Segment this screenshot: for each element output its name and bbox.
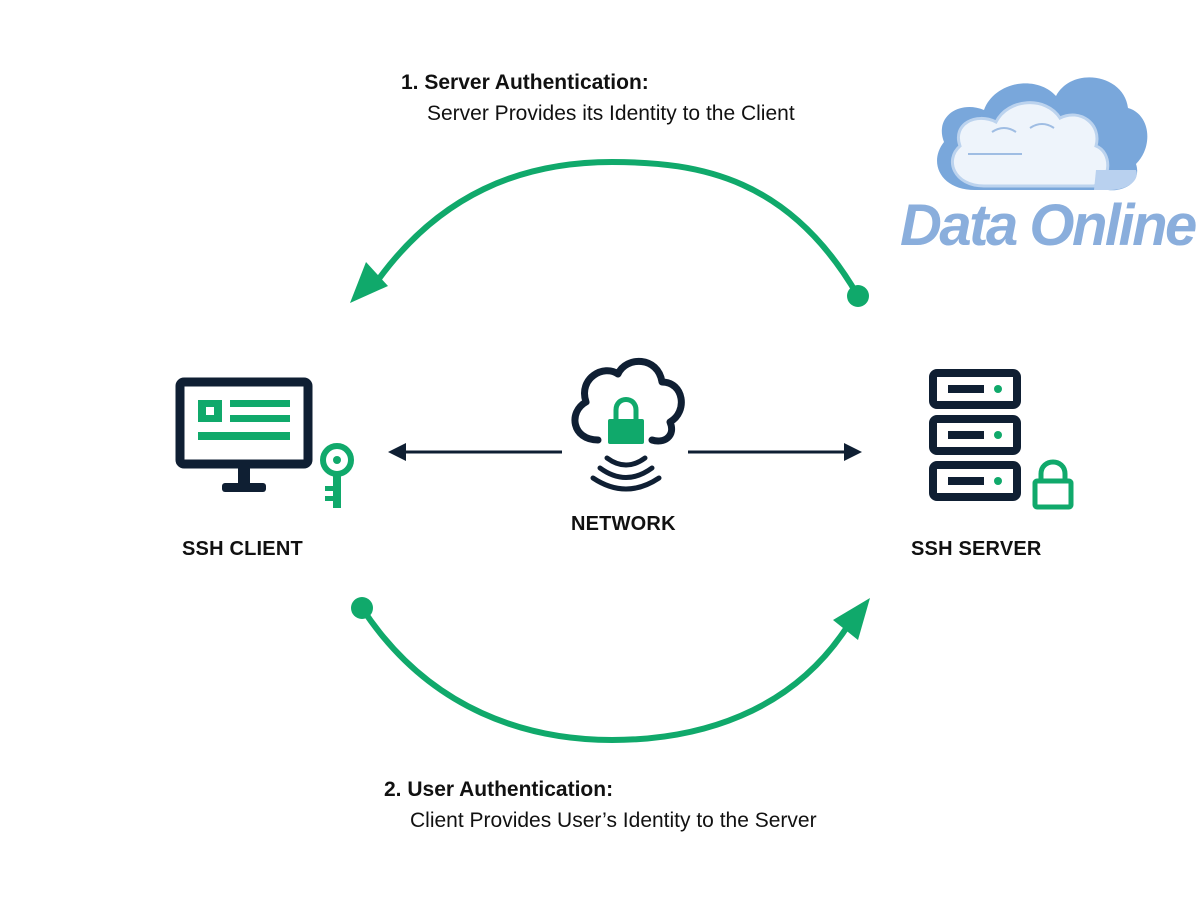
arrowhead-icon — [350, 262, 388, 303]
ssh-server-label: SSH SERVER — [911, 538, 1042, 560]
network-right-arrow — [688, 443, 862, 461]
arrowhead-icon — [388, 443, 406, 461]
arrowhead-icon — [833, 598, 870, 640]
logo-wordmark: Data Online — [900, 193, 1197, 258]
ssh-client-label: SSH CLIENT — [182, 538, 303, 560]
arc-start-dot — [351, 597, 373, 619]
server-authentication-description: Server Provides its Identity to the Clie… — [427, 102, 795, 125]
padlock-icon — [1032, 459, 1074, 510]
user-authentication-description: Client Provides User’s Identity to the S… — [410, 809, 817, 832]
arrowhead-icon — [844, 443, 862, 461]
server-authentication-arrow — [350, 158, 869, 307]
server-authentication-title: 1. Server Authentication: — [401, 71, 649, 94]
arc-start-dot — [847, 285, 869, 307]
network-left-arrow — [388, 443, 562, 461]
monitor-icon — [175, 377, 313, 492]
cloud-icon — [937, 77, 1148, 191]
key-icon — [320, 443, 354, 508]
user-authentication-title: 2. User Authentication: — [384, 778, 614, 801]
user-authentication-arrow — [351, 597, 870, 744]
network-label: NETWORK — [571, 513, 676, 535]
server-rack-icon — [929, 369, 1021, 501]
cloud-lock-icon — [571, 357, 685, 492]
